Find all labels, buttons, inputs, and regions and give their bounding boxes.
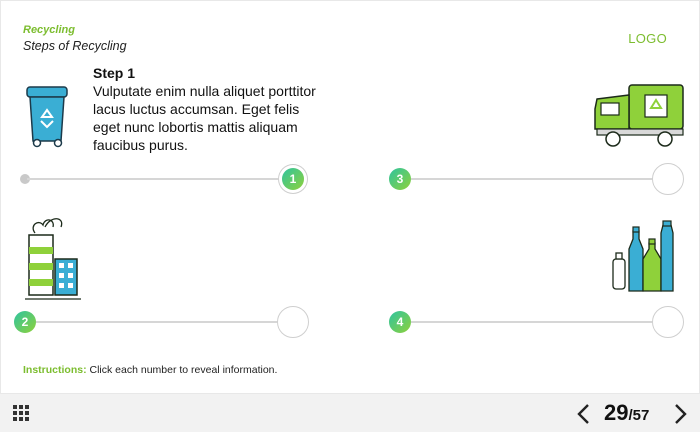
timeline-start-dot [20,174,30,184]
recycling-truck-icon [594,84,684,147]
chevron-right-icon[interactable] [670,402,690,426]
slide-title: Steps of Recycling [23,39,127,53]
logo: LOGO [628,31,667,46]
instructions-label: Instructions: [23,364,87,376]
instructions: Instructions: Click each number to revea… [23,364,277,376]
grid-menu-icon[interactable] [13,405,29,421]
bottles-icon [612,220,674,292]
step-endpoint-3[interactable] [652,163,684,195]
total-pages: /57 [628,407,650,424]
step-heading: Step 1 [93,65,136,81]
page-counter: 29/57 [604,400,649,426]
footer-bar: 29/57 [0,394,700,432]
slide: Recycling Steps of Recycling LOGO Step 1… [0,0,700,394]
timeline-track-1 [27,178,283,180]
step-endpoint-4[interactable] [652,306,684,338]
instructions-text: Click each number to reveal information. [89,364,278,376]
course-title: Recycling [23,24,75,36]
current-page: 29 [604,400,629,425]
step-body: Vulputate enim nulla aliquet porttitor l… [93,83,316,153]
step-marker-3[interactable]: 3 [389,168,411,190]
factory-icon [25,218,81,300]
recycle-bin-icon [26,86,68,148]
step-marker-4[interactable]: 4 [389,311,411,333]
chevron-left-icon[interactable] [574,402,594,426]
step-marker-1[interactable]: 1 [282,168,304,190]
step-endpoint-2[interactable] [277,306,309,338]
timeline-track-4 [411,321,653,323]
step-marker-2[interactable]: 2 [14,311,36,333]
timeline-track-3 [411,178,653,180]
timeline-track-2 [36,321,278,323]
